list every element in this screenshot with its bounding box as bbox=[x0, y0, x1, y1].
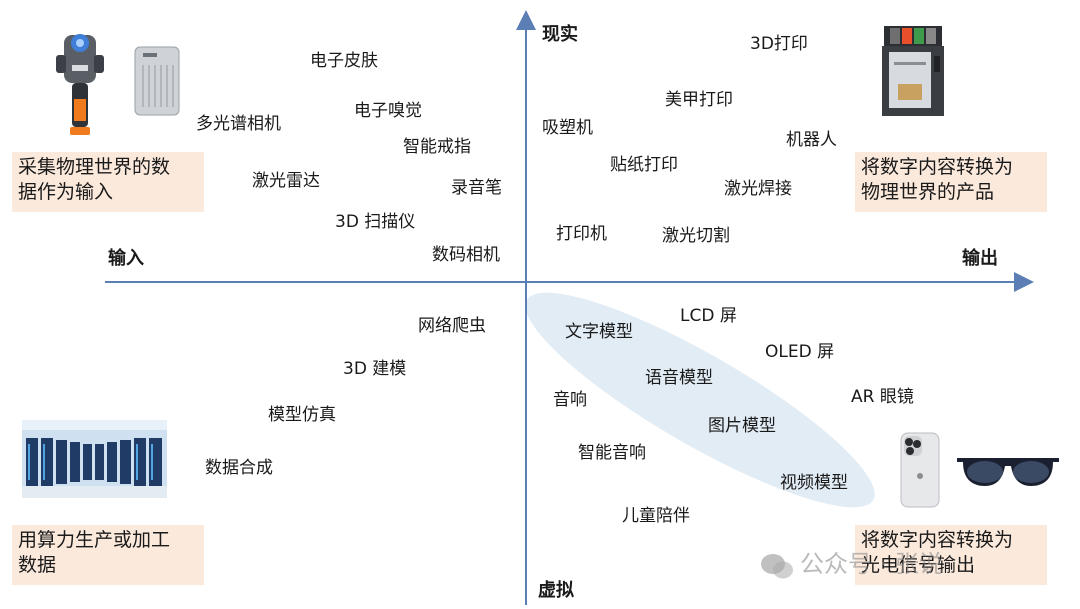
axis-label-bottom: 虚拟 bbox=[538, 580, 574, 601]
item-speaker: 音响 bbox=[553, 390, 587, 410]
3d-printer-icon bbox=[882, 26, 944, 116]
item-smart-ring: 智能戒指 bbox=[403, 137, 471, 157]
item-laser-welding: 激光焊接 bbox=[724, 179, 792, 199]
smart-glasses-icon bbox=[957, 458, 1059, 486]
watermark-text: 公众号 · 张说 bbox=[800, 550, 943, 578]
wechat-icon bbox=[761, 554, 793, 579]
item-voice-recorder: 录音笔 bbox=[451, 178, 502, 198]
item-robot: 机器人 bbox=[786, 130, 837, 150]
item-electronic-nose: 电子嗅觉 bbox=[354, 101, 422, 121]
item-3d-modeling: 3D 建模 bbox=[343, 359, 407, 379]
item-multispectral-camera: 多光谱相机 bbox=[196, 114, 281, 134]
item-data-synthesis: 数据合成 bbox=[205, 458, 273, 478]
axis-label-left: 输入 bbox=[108, 248, 144, 269]
box-bottom-left: 用算力生产或加工 数据 bbox=[12, 525, 204, 585]
box-line: 光电信号输出 bbox=[861, 554, 976, 576]
item-nail-printing: 美甲打印 bbox=[665, 90, 733, 110]
box-top-right: 将数字内容转换为 物理世界的产品 bbox=[855, 152, 1047, 212]
box-line: 将数字内容转换为 bbox=[861, 529, 1014, 551]
item-video-model: 视频模型 bbox=[780, 473, 848, 493]
item-3d-scanner: 3D 扫描仪 bbox=[335, 212, 416, 232]
box-bottom-right: 将数字内容转换为 光电信号输出 bbox=[855, 525, 1047, 585]
item-model-simulation: 模型仿真 bbox=[268, 405, 336, 425]
box-line: 用算力生产或加工 bbox=[18, 529, 171, 551]
item-ar-glasses: AR 眼镜 bbox=[851, 387, 914, 407]
item-speech-model: 语音模型 bbox=[645, 368, 713, 388]
item-3d-printing: 3D打印 bbox=[750, 34, 808, 54]
box-line: 据作为输入 bbox=[18, 181, 114, 203]
item-digital-camera: 数码相机 bbox=[432, 245, 500, 265]
box-line: 数据 bbox=[18, 554, 57, 576]
box-top-left: 采集物理世界的数 据作为输入 bbox=[12, 152, 204, 212]
item-smart-speaker: 智能音响 bbox=[578, 443, 646, 463]
axis-label-right: 输出 bbox=[962, 248, 998, 269]
sensor-device-icon bbox=[134, 46, 180, 116]
box-line: 将数字内容转换为 bbox=[861, 156, 1014, 178]
item-lidar: 激光雷达 bbox=[252, 171, 320, 191]
item-child-companion: 儿童陪伴 bbox=[622, 506, 690, 526]
item-web-crawler: 网络爬虫 bbox=[418, 316, 486, 336]
item-oled-screen: OLED 屏 bbox=[765, 342, 835, 362]
server-room-icon bbox=[22, 420, 167, 498]
item-thermoforming-machine: 吸塑机 bbox=[542, 118, 593, 138]
item-sticker-printing: 贴纸打印 bbox=[610, 155, 678, 175]
smartphone-icon bbox=[900, 432, 940, 508]
virtual-model-ellipse bbox=[525, 292, 875, 508]
item-image-model: 图片模型 bbox=[708, 416, 776, 436]
item-laser-cutting: 激光切割 bbox=[662, 226, 730, 246]
item-text-model: 文字模型 bbox=[565, 322, 633, 342]
box-line: 采集物理世界的数 bbox=[18, 156, 171, 178]
item-printer: 打印机 bbox=[556, 224, 607, 244]
3d-scanner-icon bbox=[56, 34, 104, 135]
item-lcd-screen: LCD 屏 bbox=[680, 306, 737, 326]
item-electronic-skin: 电子皮肤 bbox=[310, 51, 378, 71]
axis-label-top: 现实 bbox=[542, 24, 578, 45]
box-line: 物理世界的产品 bbox=[861, 181, 995, 203]
